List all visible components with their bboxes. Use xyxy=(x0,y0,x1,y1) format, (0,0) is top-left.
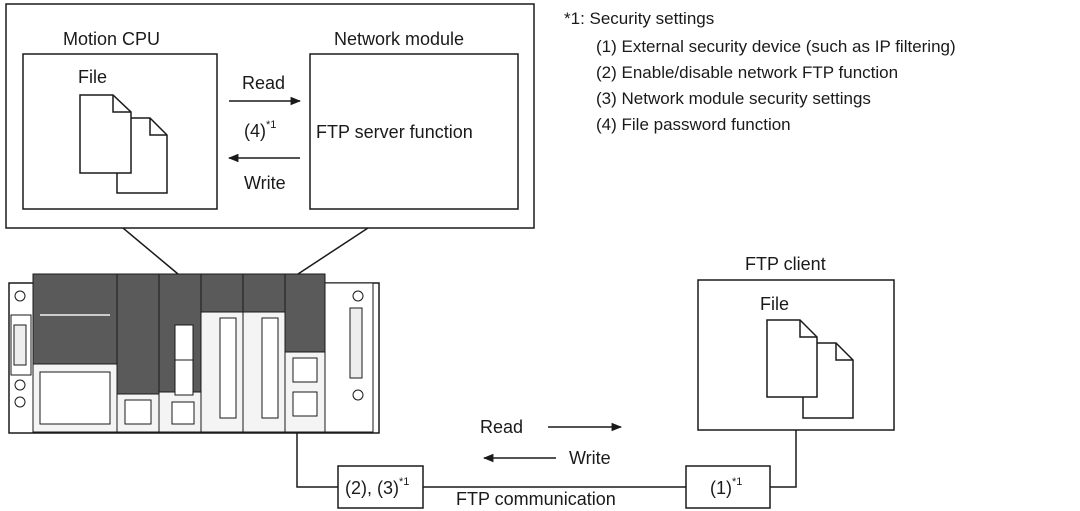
network-module-label: Network module xyxy=(334,29,464,49)
callout-pointer-right xyxy=(297,227,369,275)
cable-plc xyxy=(296,432,338,488)
security-box-plc xyxy=(337,465,424,509)
client-files-icon xyxy=(766,319,854,419)
callout-read-label: Read xyxy=(242,73,285,93)
callout-pointer-left xyxy=(122,227,179,275)
cable-client xyxy=(770,430,797,488)
ftp-server-label: FTP server function xyxy=(316,122,473,142)
note-item: (1) External security device (such as IP… xyxy=(596,37,956,56)
note-item: (3) Network module security settings xyxy=(596,89,871,108)
ftp-communication: (2), (3)*1 (1)*1 Read Write FTP communic… xyxy=(296,417,797,509)
ftp-client: FTP client File xyxy=(697,254,895,431)
callout-write-label: Write xyxy=(244,173,286,193)
cpu-files-icon xyxy=(79,94,168,194)
security-box-client-label: (1)*1 xyxy=(710,476,742,498)
callout-security-ref: (4)*1 xyxy=(244,119,276,141)
motion-cpu-label: Motion CPU xyxy=(63,29,160,49)
note-item: (2) Enable/disable network FTP function xyxy=(596,63,898,82)
comm-read-label: Read xyxy=(480,417,523,437)
comm-write-label: Write xyxy=(569,448,611,468)
callout-panel: Motion CPU Network module File Read (4)*… xyxy=(5,3,535,275)
security-box-client xyxy=(685,465,771,509)
notes-title: *1: Security settings xyxy=(564,9,714,28)
ftp-client-title: FTP client xyxy=(745,254,826,274)
cpu-file-label: File xyxy=(78,67,107,87)
client-file-label: File xyxy=(760,294,789,314)
plc-rack-illustration xyxy=(8,273,380,434)
ftp-communication-label: FTP communication xyxy=(456,489,616,509)
network-module-box xyxy=(309,53,519,210)
security-notes: *1: Security settings (1) External secur… xyxy=(564,9,956,134)
security-box-plc-label: (2), (3)*1 xyxy=(345,476,409,498)
note-item: (4) File password function xyxy=(596,115,791,134)
